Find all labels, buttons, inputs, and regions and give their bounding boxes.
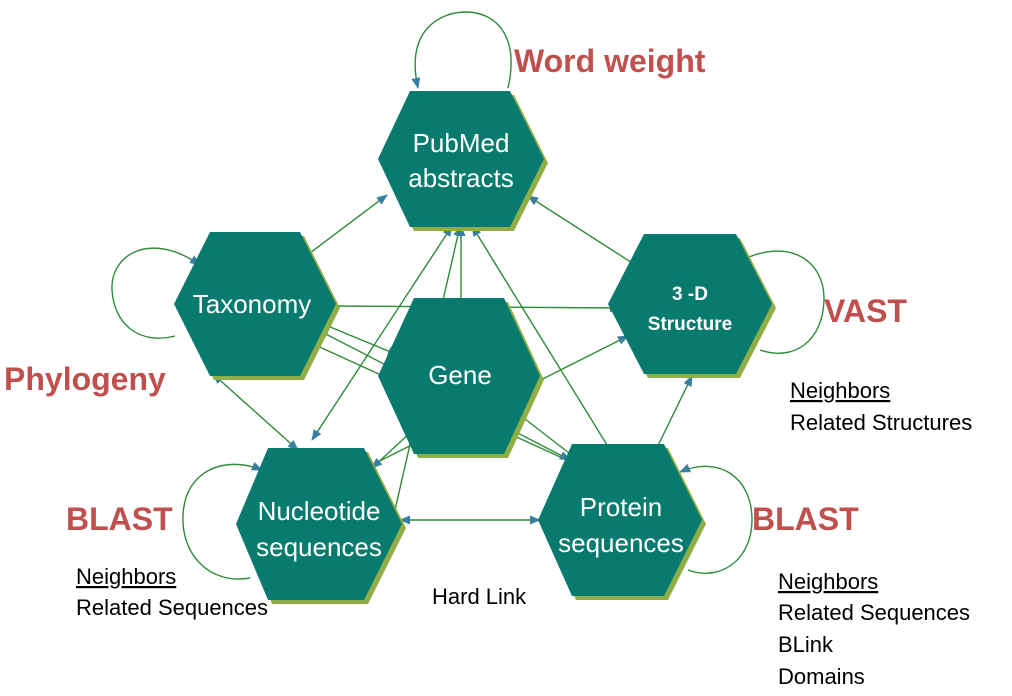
link-pubmed-structure <box>527 195 641 269</box>
loop-taxonomy <box>111 247 201 339</box>
protein-label-line2: sequences <box>558 528 684 558</box>
method-label-nucleotide: BLAST <box>66 501 173 537</box>
method-label-protein: BLAST <box>752 501 859 537</box>
node-structure: 3 -D Structure <box>608 234 776 378</box>
note-protein-line-3: Domains <box>778 664 865 689</box>
link-taxonomy-nucleotide <box>212 373 299 451</box>
nucleotide-label-line2: sequences <box>256 532 382 562</box>
gene-label: Gene <box>428 360 492 390</box>
loop-protein <box>678 463 753 574</box>
protein-label-line1: Protein <box>580 492 662 522</box>
structure-label-line1: 3 -D <box>672 284 708 305</box>
note-nucleotide-head: Neighbors <box>76 564 176 589</box>
pubmed-label-line1: PubMed <box>413 128 510 158</box>
protein-hex <box>538 444 702 596</box>
note-nucleotide-line: Related Sequences <box>76 595 268 620</box>
taxonomy-hex <box>174 232 336 376</box>
link-gene-protein <box>515 411 579 461</box>
method-label-structure: VAST <box>824 293 907 329</box>
taxonomy-label: Taxonomy <box>193 289 312 319</box>
structure-label-line2: Structure <box>648 314 732 335</box>
loop-nucleotide <box>182 462 264 580</box>
note-structure-head: Neighbors <box>790 378 890 403</box>
node-protein: Protein sequences <box>538 444 706 600</box>
gene-hex <box>378 298 540 454</box>
node-pubmed: PubMed abstracts <box>378 91 548 231</box>
note-protein-line-1: Related Sequences <box>778 600 970 625</box>
node-gene: Gene <box>378 298 544 458</box>
note-structure-line: Related Structures <box>790 410 972 435</box>
nucleotide-hex <box>236 448 402 600</box>
note-protein-line-2: BLink <box>778 632 834 657</box>
loop-pubmed <box>411 11 512 90</box>
method-label-pubmed: Word weight <box>514 43 706 79</box>
nucleotide-label-line1: Nucleotide <box>258 496 381 526</box>
node-taxonomy: Taxonomy <box>174 232 340 380</box>
pubmed-label-line2: abstracts <box>408 163 514 193</box>
hard-link-label: Hard Link <box>432 584 527 609</box>
note-protein-head: Neighbors <box>778 569 878 594</box>
pubmed-hex <box>378 91 544 227</box>
node-nucleotide: Nucleotide sequences <box>236 448 406 604</box>
structure-hex <box>608 234 772 374</box>
loop-structure <box>737 250 825 354</box>
method-label-taxonomy: Phylogeny <box>4 361 166 397</box>
